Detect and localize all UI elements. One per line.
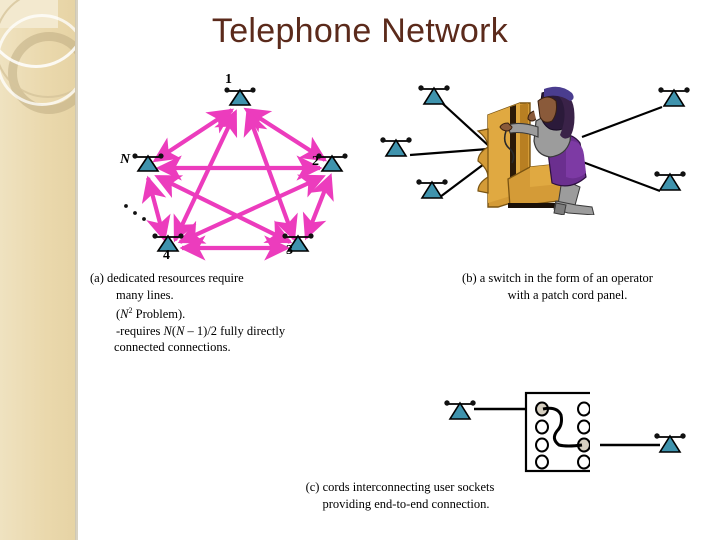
panel-phone-right — [654, 433, 686, 453]
phone-node-2 — [316, 153, 348, 172]
caption-a-line3-pre: ( — [116, 307, 121, 322]
line-phone-bottomleft — [439, 160, 489, 198]
node-label-2: 2 — [312, 154, 319, 169]
mesh-network-diagram — [124, 87, 348, 261]
caption-a-line4: -requires N(N – 1)/2 fully directly — [90, 323, 390, 340]
switchboard-phone-topright — [658, 87, 690, 107]
node-label-3: 3 — [286, 243, 293, 258]
caption-a-line4-pre: -requires — [116, 323, 164, 338]
mesh-connections — [141, 107, 334, 261]
socket-left-4 — [535, 454, 549, 470]
caption-a-line3-post: Problem). — [132, 307, 186, 322]
node-label-4: 4 — [163, 248, 170, 263]
sidebar-arc-white — [0, 14, 78, 106]
phone-node-1 — [224, 87, 256, 106]
line-phone-topright — [581, 105, 663, 139]
node-label-1: 1 — [225, 72, 232, 87]
socket-right-4 — [577, 454, 590, 470]
decorative-sidebar — [0, 0, 78, 540]
switchboard-phone-midleft — [380, 137, 412, 157]
panel-phone-left — [444, 400, 476, 420]
caption-c-line1: (c) cords interconnecting user sockets — [305, 480, 495, 494]
line-phone-bottomright — [579, 159, 661, 193]
caption-b: (b) a switch in the form of an operator … — [400, 270, 715, 303]
sidebar-edge-inner — [75, 0, 76, 540]
edge-4-N — [141, 175, 171, 243]
switchboard-phone-topleft — [418, 85, 450, 105]
socket-left-2 — [535, 419, 549, 435]
patch-cord — [542, 406, 583, 448]
edge-2-3 — [302, 173, 334, 241]
phone-node-N — [132, 153, 164, 172]
caption-a-line4-post: – 1)/2 fully directly — [184, 323, 286, 338]
socket-right-2 — [577, 419, 590, 435]
edge-N-1 — [152, 108, 235, 163]
switchboard-lines — [409, 102, 663, 198]
ellipsis-dots — [124, 204, 146, 221]
caption-a-line1: (a) dedicated resources require — [90, 271, 244, 285]
caption-b-line2: with a patch cord panel. — [507, 287, 628, 302]
socket-right-1 — [577, 401, 590, 417]
caption-c: (c) cords interconnecting user sockets p… — [200, 479, 600, 512]
caption-a-line3: (N2 Problem). — [90, 303, 390, 323]
phone-node-3 — [282, 233, 314, 252]
caption-a-line4-var: N — [163, 323, 172, 338]
phone-node-4 — [152, 233, 184, 252]
caption-a-line5: connected connections. — [114, 340, 231, 355]
operator-switchboard-diagram — [380, 85, 690, 215]
patch-panel-right-side — [600, 433, 686, 453]
line-phone-midleft — [409, 147, 489, 157]
node-label-N: N — [120, 152, 131, 167]
socket-left-3 — [535, 437, 549, 453]
caption-a-line4-var2: N — [176, 323, 185, 338]
switchboard-phone-bottomright — [654, 171, 686, 191]
diag-2-4 — [177, 174, 326, 244]
page-title: Telephone Network — [211, 12, 509, 50]
caption-b-line1: (b) a switch in the form of an operator — [462, 271, 653, 285]
caption-a-line2: many lines. — [116, 287, 174, 302]
caption-a-line3-var: N — [120, 307, 129, 322]
sidebar-edge — [76, 0, 78, 540]
operator-figure — [499, 86, 595, 215]
caption-a: (a) dedicated resources require many lin… — [90, 270, 390, 356]
caption-a-line4-mid: ( — [171, 323, 177, 338]
patch-cord-panel-diagram — [444, 391, 590, 473]
switchboard-phone-bottomleft — [416, 179, 448, 199]
line-phone-topleft — [441, 102, 491, 148]
caption-a-line3-sup: 2 — [128, 306, 133, 315]
diag-1-3 — [243, 109, 298, 242]
edge-1-2 — [243, 107, 328, 162]
caption-c-line2: providing end-to-end connection. — [322, 496, 490, 511]
